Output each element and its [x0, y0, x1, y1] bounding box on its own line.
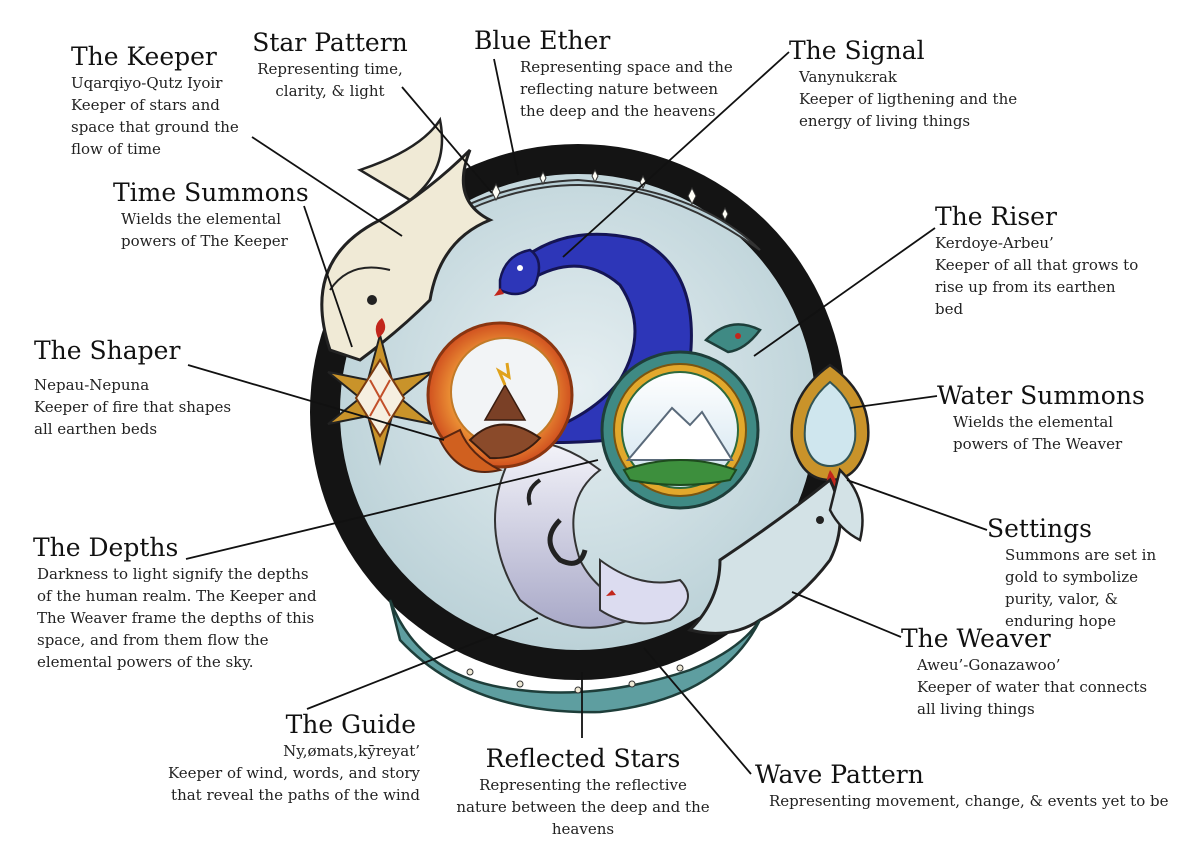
star-pattern-title: Star Pattern [252, 28, 408, 57]
weaver-title: The Weaver [901, 624, 1051, 653]
star-pattern-description: Representing time, clarity, & light [257, 60, 403, 100]
label-time-summons: Time Summons Wields the elemental powers… [113, 178, 313, 252]
depths-title: The Depths [33, 533, 179, 562]
signal-description: Keeper of ligthening and the energy of l… [799, 90, 1018, 130]
volcano-icon [483, 362, 527, 421]
outer-ring [310, 144, 846, 680]
shaper-description: Keeper of fire that shapes all earthen b… [34, 398, 232, 438]
label-settings: Settings Summons are set in gold to symb… [987, 514, 1187, 632]
label-guide: The Guide Ny,ømats,kȳreyat’ Keeper of wi… [156, 710, 420, 806]
time-summons-description: Wields the elemental powers of The Keepe… [121, 210, 288, 250]
settings-description: Summons are set in gold to symbolize pur… [1005, 546, 1157, 630]
keeper-title: The Keeper [71, 42, 217, 71]
weaver-subtitle: Aweu’-Gonazawoo’ [917, 656, 1061, 674]
leader-lines [185, 51, 988, 775]
label-star-pattern: Star Pattern Representing time, clarity,… [250, 28, 410, 102]
weaver-dragon-icon [687, 467, 864, 635]
label-depths: The Depths Darkness to light signify the… [33, 533, 323, 673]
shaper-subtitle: Nepau-Nepuna [34, 376, 150, 394]
time-summons-title: Time Summons [113, 178, 309, 207]
guide-subtitle: Ny,ømats,kȳreyat’ [283, 742, 420, 760]
label-riser: The Riser Kerdoye-Arbeu’ Keeper of all t… [935, 202, 1145, 320]
label-shaper: The Shaper Nepau-Nepuna Keeper of fire t… [34, 336, 254, 440]
keeper-subtitle: Uqarqiyo-Qutz Iyoir [71, 74, 223, 92]
riser-description: Keeper of all that grows to rise up from… [935, 256, 1139, 318]
blue-ether-description: Representing space and the reflecting na… [520, 58, 733, 120]
label-keeper: The Keeper Uqarqiyo-Qutz Iyoir Keeper of… [71, 42, 261, 160]
label-water-summons: Water Summons Wields the elemental power… [937, 381, 1147, 455]
keeper-dragon-icon [320, 116, 494, 362]
reflected-stars-description: Representing the reflective nature betwe… [456, 776, 710, 838]
blue-ether-title: Blue Ether [474, 26, 611, 55]
blue-ether-band [399, 168, 761, 251]
wave-pattern-description: Representing movement, change, & events … [769, 792, 1169, 810]
label-signal: The Signal Vanynukɛrak Keeper of ligthen… [789, 36, 1019, 132]
weaver-description: Keeper of water that connects all living… [917, 678, 1148, 718]
shaper-title: The Shaper [34, 336, 181, 365]
riser-title: The Riser [935, 202, 1057, 231]
riser-subtitle: Kerdoye-Arbeu’ [935, 234, 1054, 252]
depths-description: Darkness to light signify the depths of … [37, 565, 317, 671]
keeper-description: Keeper of stars and space that ground th… [71, 96, 239, 158]
water-gem-icon [790, 363, 870, 496]
signal-subtitle: Vanynukɛrak [799, 68, 897, 86]
guide-description: Keeper of wind, words, and story that re… [167, 764, 420, 804]
guide-title: The Guide [285, 710, 416, 739]
mountain-icon [622, 406, 738, 486]
water-summons-description: Wields the elemental powers of The Weave… [953, 413, 1123, 453]
wave-pattern-band [388, 599, 762, 714]
guide-serpent-icon [599, 558, 689, 625]
settings-title: Settings [987, 514, 1092, 543]
label-blue-ether: Blue Ether Representing space and the re… [474, 26, 744, 122]
reflected-stars-title: Reflected Stars [485, 744, 681, 773]
water-summons-title: Water Summons [937, 381, 1145, 410]
wave-pattern-title: Wave Pattern [755, 760, 924, 789]
label-weaver: The Weaver Aweu’-Gonazawoo’ Keeper of wa… [901, 624, 1151, 720]
label-reflected-stars: Reflected Stars Representing the reflect… [455, 744, 711, 840]
label-wave-pattern: Wave Pattern Representing movement, chan… [755, 760, 1169, 812]
signal-title: The Signal [789, 36, 925, 65]
